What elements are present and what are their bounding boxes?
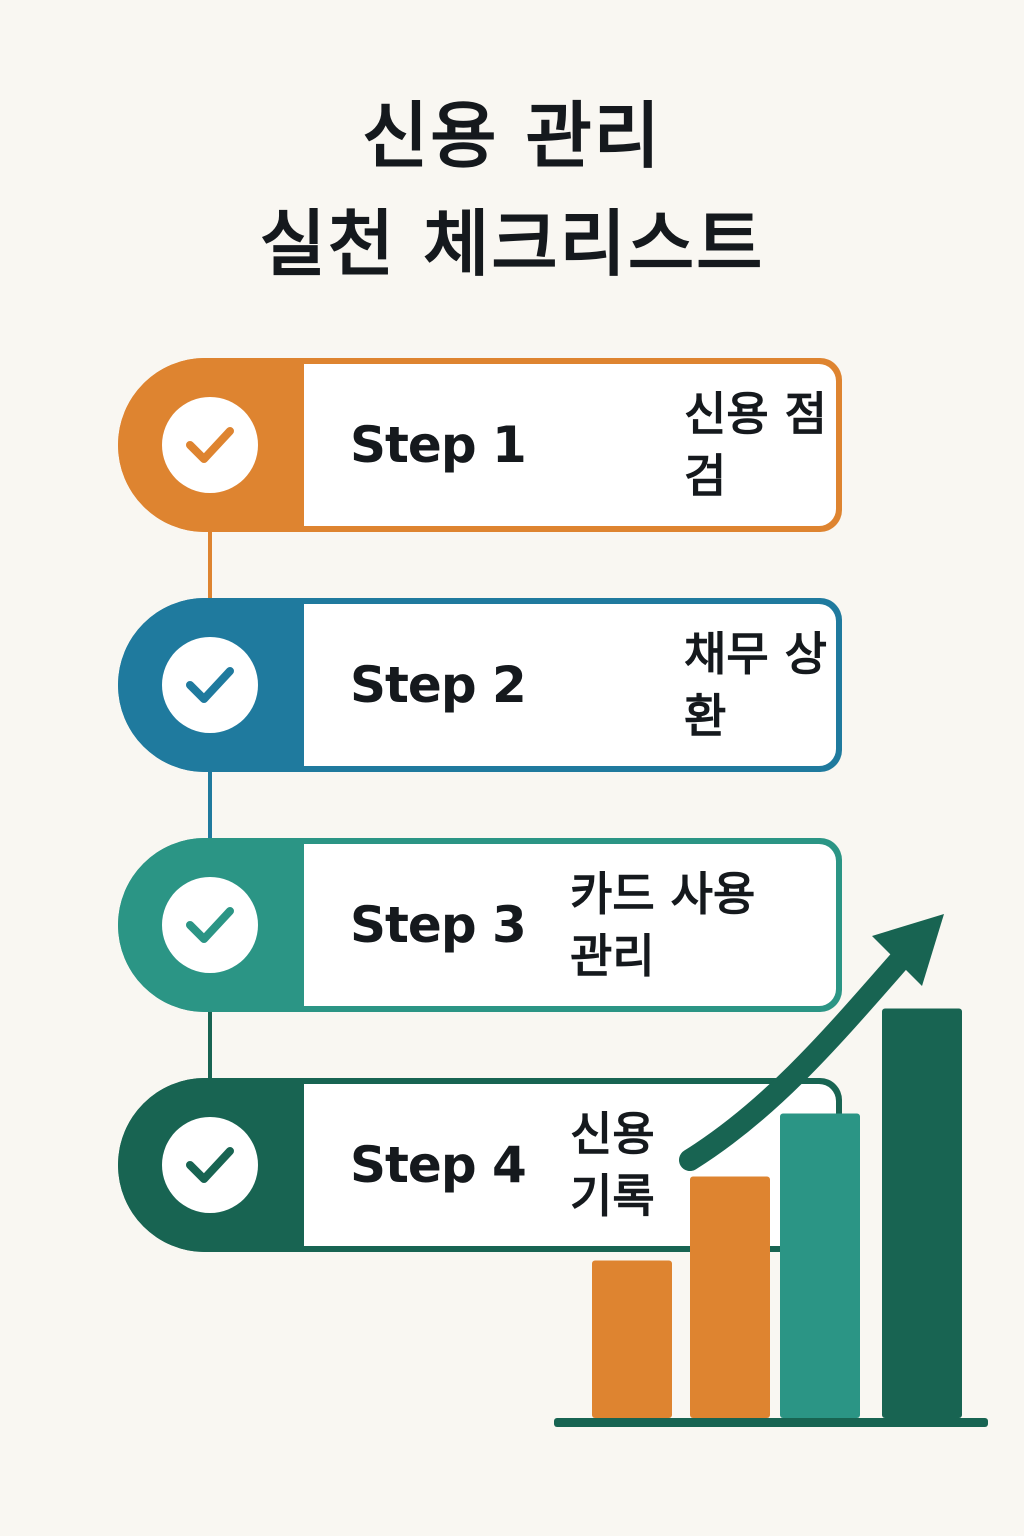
step-panel bbox=[304, 364, 836, 526]
connector-1-2 bbox=[208, 532, 212, 602]
step-name-line: 카드 사용 bbox=[570, 867, 756, 921]
chart-bar-1 bbox=[592, 1260, 672, 1418]
step-name: 채무 상환 bbox=[684, 598, 842, 772]
chart-bar-4 bbox=[882, 1008, 962, 1418]
checkmark-icon bbox=[162, 637, 258, 733]
step-label: Step 3 bbox=[350, 896, 527, 954]
step-name: 신용 점검 bbox=[684, 358, 842, 532]
step-name-line: 채무 상환 bbox=[684, 627, 827, 743]
step-label: Step 4 bbox=[350, 1136, 527, 1194]
title-line-2: 실천 체크리스트 bbox=[259, 202, 765, 286]
step-panel bbox=[304, 604, 836, 766]
step-name-line: 신용 점검 bbox=[684, 387, 827, 503]
connector-3-4 bbox=[208, 1012, 212, 1082]
step-label: Step 1 bbox=[350, 416, 527, 474]
step-name: 신용 기록 bbox=[570, 1078, 655, 1252]
step-name-line: 신용 bbox=[570, 1107, 655, 1161]
checkmark-icon bbox=[162, 877, 258, 973]
step-name-line: 관리 bbox=[570, 929, 655, 983]
chart-bar-3 bbox=[780, 1113, 860, 1418]
step-card-3: Step 3 카드 사용 관리 bbox=[118, 838, 842, 1012]
page-title: 신용 관리 실천 체크리스트 bbox=[0, 82, 1024, 298]
trend-arrowhead-icon bbox=[872, 914, 944, 986]
checkmark-icon bbox=[162, 1117, 258, 1213]
checkmark-icon bbox=[162, 397, 258, 493]
chart-bar-2 bbox=[690, 1176, 770, 1418]
chart-baseline bbox=[554, 1418, 988, 1427]
step-panel bbox=[304, 844, 836, 1006]
connector-2-3 bbox=[208, 772, 212, 842]
trend-arrow-icon bbox=[679, 949, 911, 1171]
title-line-1: 신용 관리 bbox=[361, 94, 663, 178]
step-name: 카드 사용 관리 bbox=[570, 838, 755, 1012]
step-card-1: Step 1 신용 점검 bbox=[118, 358, 842, 532]
step-card-2: Step 2 채무 상환 bbox=[118, 598, 842, 772]
step-name-line: 기록 bbox=[570, 1169, 655, 1223]
chart-bars bbox=[592, 1008, 962, 1418]
step-label: Step 2 bbox=[350, 656, 527, 714]
